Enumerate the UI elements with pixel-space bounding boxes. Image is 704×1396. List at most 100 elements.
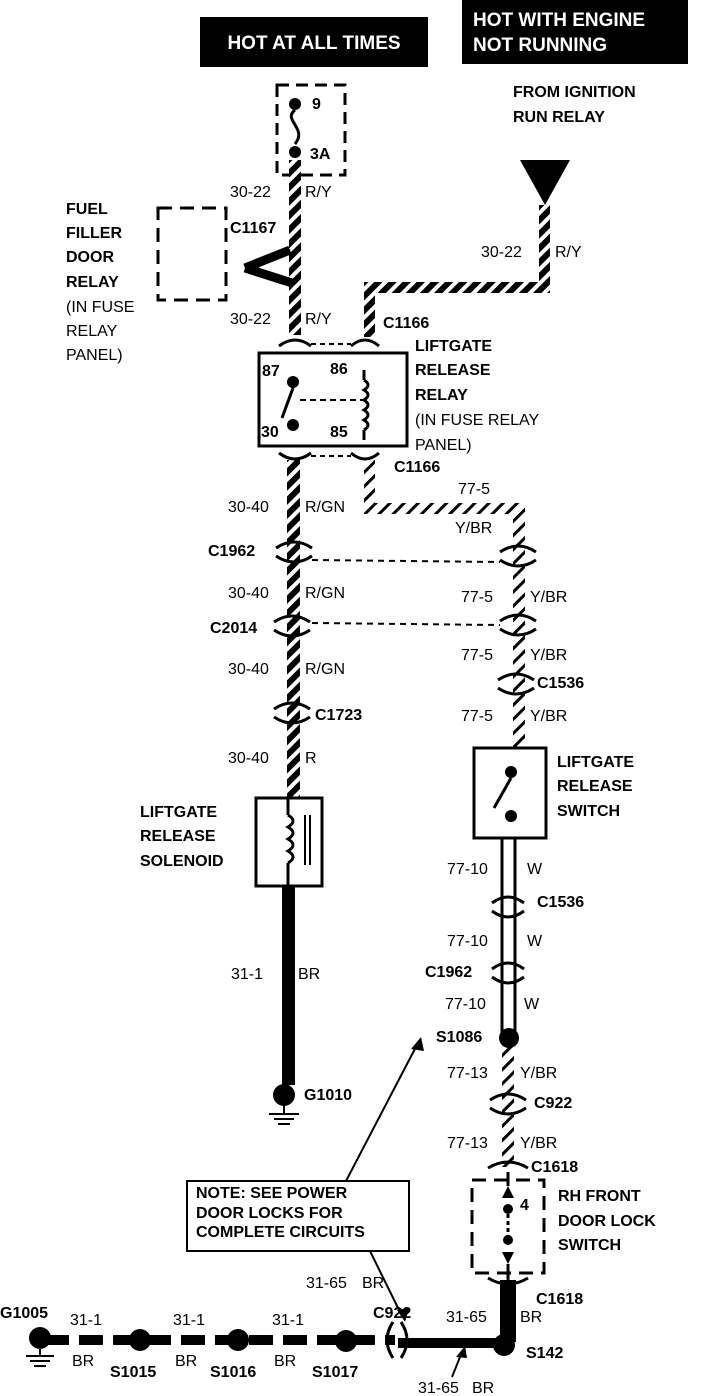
splice-s1015: S1015	[110, 1364, 156, 1381]
ground-symbols	[26, 1106, 299, 1367]
source-label-line1: FROM IGNITION	[513, 84, 636, 101]
svg-text:COMPLETE CIRCUITS: COMPLETE CIRCUITS	[196, 1224, 365, 1241]
svg-text:R/GN: R/GN	[305, 585, 345, 602]
svg-text:FUEL: FUEL	[66, 201, 108, 218]
liftgate-release-solenoid: LIFTGATE RELEASE SOLENOID	[140, 796, 324, 888]
connector-c2014: C2014	[210, 620, 257, 637]
connector-c1618-bottom: C1618	[536, 1291, 583, 1308]
svg-text:W: W	[527, 861, 543, 878]
svg-text:(IN FUSE RELAY: (IN FUSE RELAY	[415, 412, 540, 429]
svg-text:RH FRONT: RH FRONT	[558, 1188, 641, 1205]
svg-text:R: R	[305, 750, 317, 767]
splice-s142: S142	[526, 1345, 563, 1362]
svg-text:77-5: 77-5	[458, 481, 490, 498]
svg-text:SOLENOID: SOLENOID	[140, 853, 224, 870]
svg-text:R/Y: R/Y	[555, 244, 582, 261]
svg-text:BR: BR	[298, 966, 320, 983]
svg-text:Y/BR: Y/BR	[520, 1065, 557, 1082]
svg-text:R/Y: R/Y	[305, 184, 332, 201]
svg-text:77-5: 77-5	[461, 589, 493, 606]
splice-s1016: S1016	[210, 1364, 256, 1381]
rh-front-door-lock-switch: 4 RH FRONT DOOR LOCK SWITCH	[470, 1172, 656, 1280]
ground-g1010: G1010	[304, 1087, 352, 1104]
svg-text:Y/BR: Y/BR	[530, 708, 567, 725]
svg-text:87: 87	[262, 363, 280, 380]
connector-c1536-b: C1536	[537, 894, 584, 911]
black-wires	[45, 885, 516, 1348]
splices	[29, 1028, 519, 1356]
svg-text:NOTE: SEE POWER: NOTE: SEE POWER	[196, 1185, 348, 1202]
svg-text:LIFTGATE: LIFTGATE	[557, 754, 634, 771]
svg-text:31-1: 31-1	[173, 1312, 205, 1329]
svg-text:Y/BR: Y/BR	[530, 589, 567, 606]
svg-text:SWITCH: SWITCH	[558, 1237, 621, 1254]
connector-c1618-top: C1618	[531, 1159, 578, 1176]
connector-c1536-a: C1536	[537, 675, 584, 692]
svg-text:PANEL): PANEL)	[415, 437, 472, 454]
svg-text:RELAY: RELAY	[66, 274, 119, 291]
svg-text:30-22: 30-22	[230, 311, 271, 328]
svg-text:FILLER: FILLER	[66, 225, 122, 242]
svg-text:77-10: 77-10	[447, 861, 488, 878]
svg-text:3A: 3A	[310, 146, 331, 163]
svg-text:77-13: 77-13	[447, 1135, 488, 1152]
svg-text:W: W	[527, 933, 543, 950]
svg-text:BR: BR	[274, 1353, 296, 1370]
svg-text:31-1: 31-1	[231, 966, 263, 983]
fuel-filler-door-relay: FUEL FILLER DOOR RELAY (IN FUSE RELAY PA…	[66, 201, 228, 364]
svg-text:(IN FUSE: (IN FUSE	[66, 299, 134, 316]
svg-text:RELEASE: RELEASE	[415, 362, 491, 379]
svg-text:DOOR: DOOR	[66, 249, 114, 266]
connector-labels: C1167 C1166 C1166 C1962 C2014 C1723 C153…	[208, 220, 584, 1322]
svg-text:Y/BR: Y/BR	[520, 1135, 557, 1152]
svg-text:31-1: 31-1	[272, 1312, 304, 1329]
svg-text:77-5: 77-5	[461, 647, 493, 664]
svg-text:85: 85	[330, 424, 348, 441]
svg-text:R/GN: R/GN	[305, 499, 345, 516]
svg-text:NOT RUNNING: NOT RUNNING	[473, 35, 607, 56]
relay-connector-caps	[278, 338, 380, 461]
svg-text:31-1: 31-1	[70, 1312, 102, 1329]
svg-text:BR: BR	[362, 1275, 384, 1292]
header-hot-at-all-times: HOT AT ALL TIMES	[200, 17, 428, 67]
svg-text:LIFTGATE: LIFTGATE	[140, 804, 217, 821]
connector-c1166-top: C1166	[383, 315, 429, 332]
ignition-source-arrow	[520, 160, 570, 205]
splice-s1017: S1017	[312, 1364, 358, 1381]
svg-text:77-10: 77-10	[445, 996, 486, 1013]
svg-text:BR: BR	[72, 1353, 94, 1370]
svg-text:30-40: 30-40	[228, 661, 269, 678]
svg-text:31-65: 31-65	[418, 1380, 459, 1396]
source-label-line2: RUN RELAY	[513, 109, 605, 126]
svg-text:31-65: 31-65	[446, 1309, 487, 1326]
splice-s1086: S1086	[436, 1029, 482, 1046]
splice-labels: S1086 S142 S1015 S1016 S1017 G1010 G1005	[0, 1029, 563, 1381]
inline-connectors	[273, 540, 537, 1359]
svg-text:RELAY: RELAY	[66, 323, 118, 340]
svg-text:BR: BR	[472, 1380, 494, 1396]
svg-text:RELAY: RELAY	[415, 387, 468, 404]
svg-text:LIFTGATE: LIFTGATE	[415, 338, 492, 355]
svg-text:R/GN: R/GN	[305, 661, 345, 678]
svg-text:77-13: 77-13	[447, 1065, 488, 1082]
svg-text:SWITCH: SWITCH	[557, 803, 620, 820]
svg-text:77-10: 77-10	[447, 933, 488, 950]
svg-text:31-65: 31-65	[306, 1275, 347, 1292]
note-callout: NOTE: SEE POWER DOOR LOCKS FOR COMPLETE …	[186, 1037, 467, 1378]
svg-text:86: 86	[330, 361, 348, 378]
svg-text:W: W	[524, 996, 540, 1013]
svg-text:9: 9	[312, 96, 321, 113]
wire-labels: 30-22 R/Y 30-22 R/Y 30-22 R/Y 30-40 R/GN…	[70, 184, 582, 1396]
svg-text:PANEL): PANEL)	[66, 347, 123, 364]
svg-text:DOOR LOCKS FOR: DOOR LOCKS FOR	[196, 1205, 343, 1222]
connector-c1962-right: C1962	[425, 964, 472, 981]
svg-text:BR: BR	[520, 1309, 542, 1326]
connector-c1962-left: C1962	[208, 543, 255, 560]
svg-text:DOOR LOCK: DOOR LOCK	[558, 1213, 656, 1230]
svg-text:Y/BR: Y/BR	[455, 520, 492, 537]
svg-text:BR: BR	[175, 1353, 197, 1370]
svg-text:R/Y: R/Y	[305, 311, 332, 328]
ground-g1005: G1005	[0, 1305, 48, 1322]
svg-text:30-40: 30-40	[228, 585, 269, 602]
